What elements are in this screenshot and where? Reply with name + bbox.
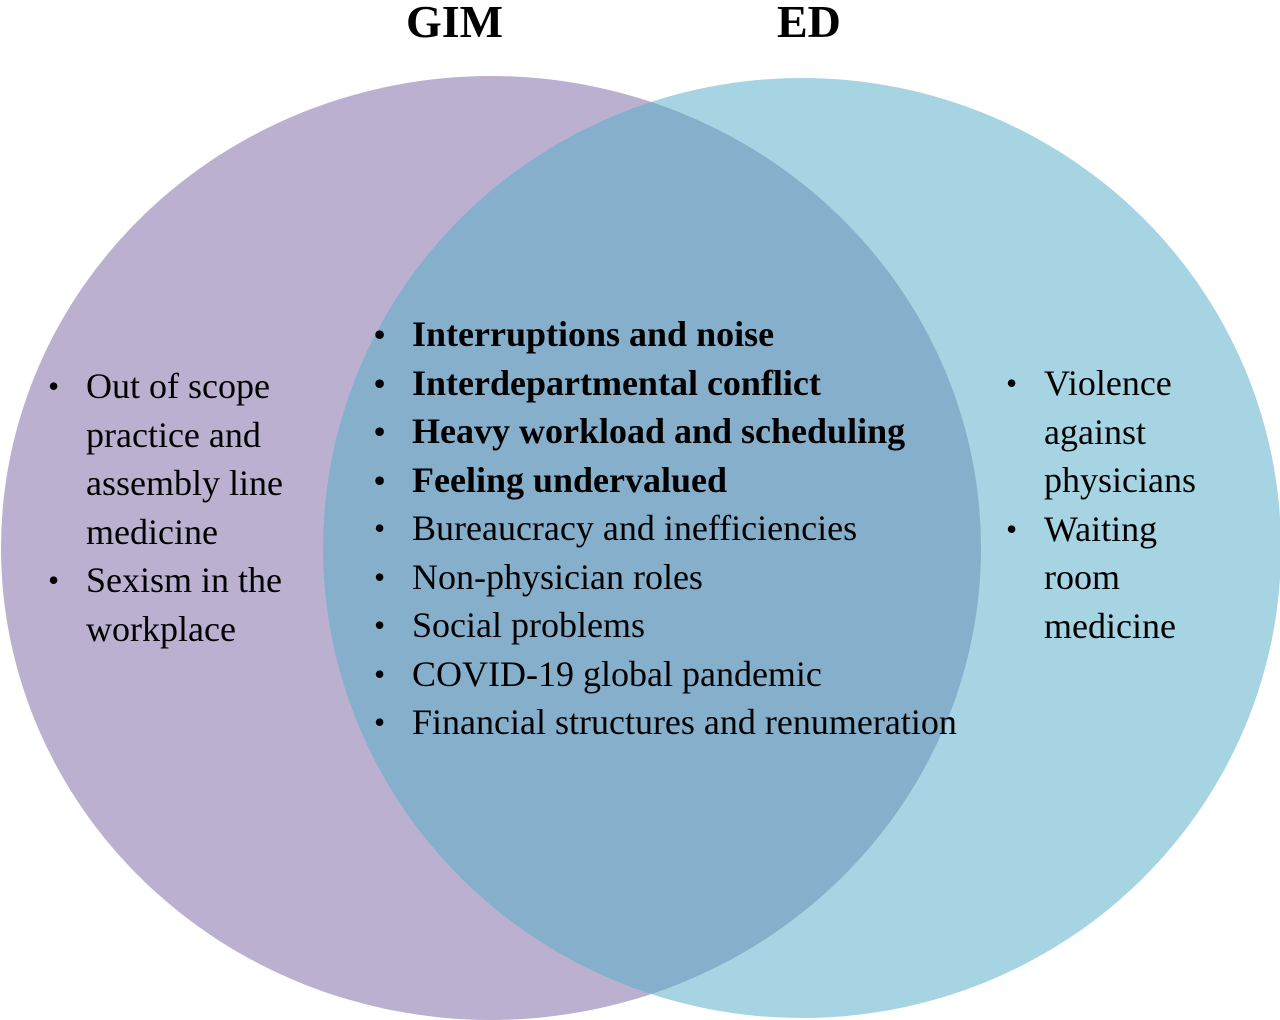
list-item: • Financial structures and renumeration <box>374 698 982 747</box>
bullet-icon: • <box>374 316 386 352</box>
bullet-icon: • <box>48 562 60 598</box>
list-item-text: COVID-19 global pandemic <box>412 653 822 694</box>
bullet-icon: • <box>374 510 386 546</box>
list-item: • Waiting room medicine <box>1006 505 1234 651</box>
gim-set-title: GIM <box>406 0 504 47</box>
bullet-icon: • <box>374 364 386 401</box>
list-item: • Interruptions and noise <box>374 310 982 359</box>
list-item-text: Social problems <box>412 605 645 645</box>
list-item-text: Interruptions and noise <box>412 314 775 354</box>
list-item: • Interdepartmental conflict <box>374 359 982 408</box>
bullet-icon: • <box>1006 510 1018 547</box>
bullet-icon: • <box>48 368 60 404</box>
list-item: • Feeling undervalued <box>374 456 982 505</box>
list-item-text: Feeling undervalued <box>412 459 728 500</box>
list-item: • Non-physician roles <box>374 553 982 602</box>
list-item-text: Non-physician roles <box>412 556 703 597</box>
list-item-text: Violence against physicians <box>1044 363 1196 500</box>
bullet-icon: • <box>374 558 386 595</box>
list-item-text: Financial structures and renumeration <box>412 702 957 742</box>
bullet-icon: • <box>374 655 386 692</box>
bullet-icon: • <box>374 607 386 643</box>
list-item-text: Interdepartmental conflict <box>412 362 821 403</box>
gim-only-list: • Out of scope practice and assembly lin… <box>48 362 316 653</box>
overlap-region <box>323 78 981 1018</box>
ed-set-title: ED <box>777 0 841 47</box>
list-item: • Heavy workload and scheduling <box>374 407 982 456</box>
list-item-text: Heavy workload and scheduling <box>412 411 906 451</box>
bullet-icon: • <box>374 461 386 498</box>
bullet-icon: • <box>1006 365 1018 401</box>
list-item-text: Out of scope practice and assembly line … <box>86 366 283 552</box>
list-item: • Violence against physicians <box>1006 359 1234 505</box>
list-item: • COVID-19 global pandemic <box>374 650 982 699</box>
bullet-icon: • <box>374 413 386 449</box>
list-item: • Sexism in the workplace <box>48 556 316 653</box>
ed-only-list: • Violence against physicians • Waiting … <box>1006 359 1234 651</box>
list-item-text: Sexism in the workplace <box>86 560 282 649</box>
bullet-icon: • <box>374 704 386 740</box>
list-item-text: Waiting room medicine <box>1044 508 1176 646</box>
list-item: • Social problems <box>374 601 982 650</box>
list-item: • Bureaucracy and inefficiencies <box>374 504 982 553</box>
list-item: • Out of scope practice and assembly lin… <box>48 362 316 556</box>
list-item-text: Bureaucracy and inefficiencies <box>412 508 858 548</box>
shared-list: • Interruptions and noise • Interdepartm… <box>374 310 982 747</box>
